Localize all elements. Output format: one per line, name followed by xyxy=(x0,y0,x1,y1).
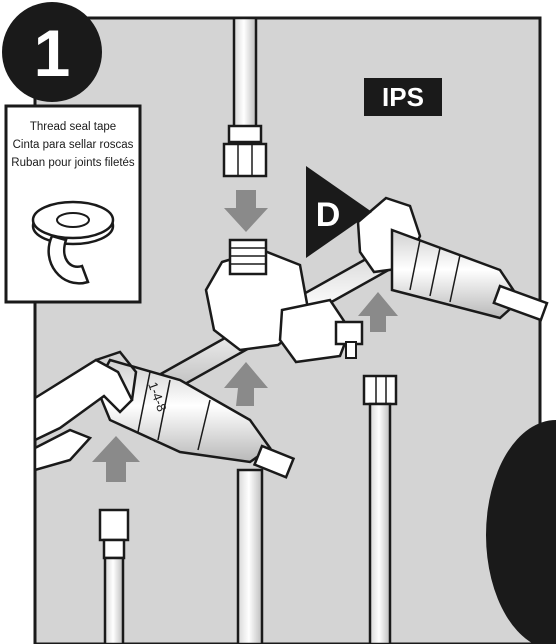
step-number: 1 xyxy=(34,16,71,90)
thread-tape-callout: Thread seal tape Cinta para sellar rosca… xyxy=(6,106,140,302)
port-d-text: D xyxy=(316,196,341,234)
ips-text: IPS xyxy=(382,82,424,112)
tape-label-fr: Ruban pour joints filetés xyxy=(11,157,135,169)
bottom-left-supply-line xyxy=(100,510,128,644)
bottom-right-supply-line xyxy=(364,376,396,644)
tape-label-es: Cinta para sellar roscas xyxy=(13,139,134,151)
tape-label-en: Thread seal tape xyxy=(30,121,116,133)
step-badge: 1 xyxy=(2,2,102,102)
bottom-center-supply-line xyxy=(238,470,262,644)
ips-label: IPS xyxy=(364,78,442,116)
